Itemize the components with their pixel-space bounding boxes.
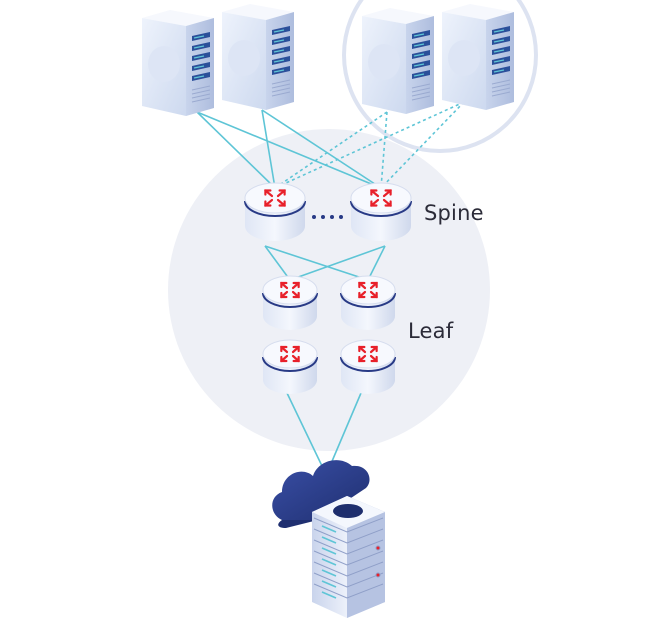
server-icon: [142, 10, 214, 116]
leaf-label: Leaf: [408, 319, 454, 343]
switch-icon: [350, 182, 412, 241]
switch-arrows-icon: [264, 189, 286, 207]
top-servers: [142, 4, 514, 116]
link-lines: [196, 101, 465, 467]
server-icon: [222, 4, 294, 110]
switch-icon: [244, 182, 306, 241]
spine-switches: [244, 182, 412, 241]
leaf-switches: [262, 275, 396, 394]
server-icon: [442, 4, 514, 110]
switch-arrows-icon: [370, 189, 392, 207]
switch-icon: [340, 339, 396, 394]
switch-arrows-icon: [280, 281, 300, 299]
switch-icon: [262, 339, 318, 394]
server-group-ring: [342, 0, 538, 153]
switch-icon: [340, 275, 396, 330]
switch-arrows-icon: [280, 345, 300, 363]
ellipsis-dots: [312, 215, 343, 219]
switch-arrows-icon: [358, 281, 378, 299]
background-disc: [168, 129, 490, 451]
switch-icon: [262, 275, 318, 330]
server-icon: [362, 8, 434, 114]
datacenter-server-icon: [312, 496, 385, 618]
switch-arrows-icon: [358, 345, 378, 363]
cloud-icon: [272, 460, 370, 528]
spine-label: Spine: [424, 201, 484, 225]
